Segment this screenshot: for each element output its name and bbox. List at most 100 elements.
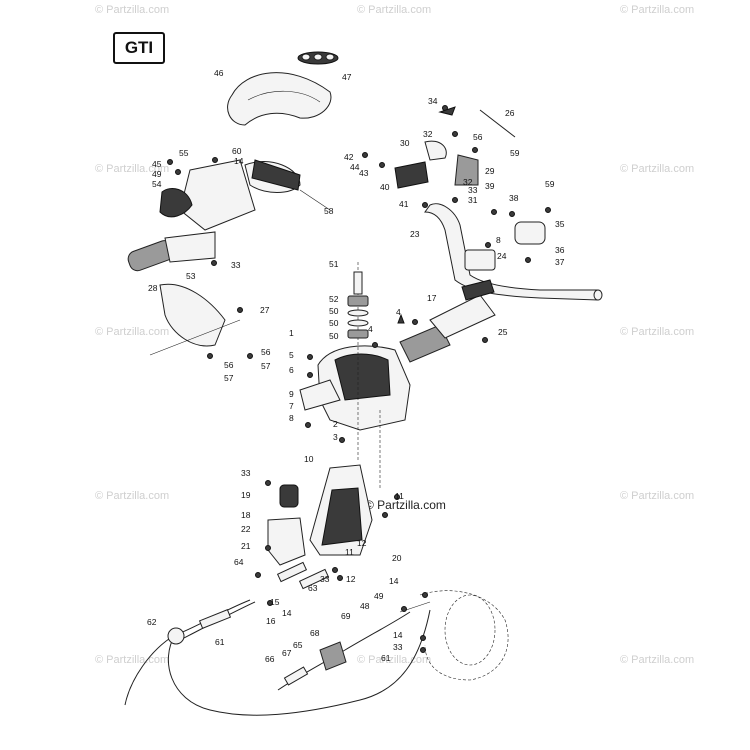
callout-56: 56 <box>224 360 234 370</box>
left-handlebar-cover <box>159 159 331 231</box>
callout-33: 33 <box>393 642 403 652</box>
callout-27: 27 <box>260 305 270 315</box>
callout-14: 14 <box>282 608 292 618</box>
callout-16: 16 <box>266 616 276 626</box>
watermark: © Partzilla.com <box>620 490 695 502</box>
callout-59: 59 <box>510 148 520 158</box>
callout-46: 46 <box>214 68 224 78</box>
callout-32: 32 <box>463 177 473 187</box>
watermark: © Partzilla.com <box>95 490 170 502</box>
callout-28: 28 <box>148 283 158 293</box>
callout-53: 53 <box>186 271 196 281</box>
callout-61: 61 <box>215 637 225 647</box>
watermark: © Partzilla.com <box>95 4 170 16</box>
callout-61: 61 <box>381 653 391 663</box>
left-lower-cover <box>149 283 241 356</box>
callout-4: 4 <box>368 324 373 334</box>
callout-7: 7 <box>289 401 294 411</box>
callout-43: 43 <box>359 168 369 178</box>
watermark: © Partzilla.com <box>95 326 170 338</box>
steering-arm-plate <box>309 464 373 556</box>
callout-50: 50 <box>329 318 339 328</box>
callout-33: 33 <box>320 574 330 584</box>
callout-59: 59 <box>545 179 555 189</box>
callout-31: 31 <box>468 195 478 205</box>
emblem <box>297 51 339 65</box>
handlebar-pad <box>227 72 332 126</box>
callout-57: 57 <box>224 373 234 383</box>
callout-50: 50 <box>329 331 339 341</box>
callout-57: 57 <box>261 361 271 371</box>
callout-56: 56 <box>473 132 483 142</box>
callout-58: 58 <box>324 206 334 216</box>
watermark-center: © Partzilla.com <box>365 498 446 512</box>
callout-50: 50 <box>329 306 339 316</box>
callout-14: 14 <box>389 576 399 586</box>
steering-cable <box>124 599 431 716</box>
callout-10: 10 <box>304 454 314 464</box>
callout-69: 69 <box>341 611 351 621</box>
throttle-cable <box>277 611 411 691</box>
callout-17: 17 <box>427 293 437 303</box>
callout-26: 26 <box>505 108 515 118</box>
callout-33: 33 <box>241 468 251 478</box>
callout-8: 8 <box>289 413 294 423</box>
watermark: © Partzilla.com <box>95 163 170 175</box>
callout-51: 51 <box>329 259 339 269</box>
callout-38: 38 <box>509 193 519 203</box>
callout-55: 55 <box>179 148 189 158</box>
callout-37: 37 <box>555 257 565 267</box>
watermark: © Partzilla.com <box>620 326 695 338</box>
watermark: © Partzilla.com <box>620 654 695 666</box>
callout-22: 22 <box>241 524 251 534</box>
callout-49: 49 <box>152 169 162 179</box>
callout-54: 54 <box>152 179 162 189</box>
callout-49: 49 <box>374 591 384 601</box>
watermark: © Partzilla.com <box>95 654 170 666</box>
callout-30: 30 <box>400 138 410 148</box>
callout-8: 8 <box>496 235 501 245</box>
watermark: © Partzilla.com <box>357 654 432 666</box>
callout-12: 12 <box>357 538 367 548</box>
callout-40: 40 <box>380 182 390 192</box>
callout-62: 62 <box>147 617 157 627</box>
callout-21: 21 <box>241 541 251 551</box>
callout-52: 52 <box>329 294 339 304</box>
callout-20: 20 <box>392 553 402 563</box>
callout-56: 56 <box>261 347 271 357</box>
callout-11: 11 <box>395 491 404 501</box>
callout-14: 14 <box>393 630 403 640</box>
callout-44: 44 <box>350 162 360 172</box>
column-bolt-stack <box>347 271 369 339</box>
jet-pump-outline <box>399 590 509 681</box>
callout-35: 35 <box>555 219 565 229</box>
callout-24: 24 <box>497 251 507 261</box>
callout-14: 14 <box>234 156 244 166</box>
callout-39: 39 <box>485 181 495 191</box>
callout-4: 4 <box>396 307 401 317</box>
handlebar <box>424 203 603 301</box>
callout-25: 25 <box>498 327 508 337</box>
callout-9: 9 <box>289 389 294 399</box>
callout-32: 32 <box>423 129 433 139</box>
callout-18: 18 <box>241 510 251 520</box>
callout-3: 3 <box>333 432 338 442</box>
callout-68: 68 <box>310 628 320 638</box>
callout-2: 2 <box>333 419 338 429</box>
watermark: © Partzilla.com <box>620 4 695 16</box>
callout-47: 47 <box>342 72 352 82</box>
callout-66: 66 <box>265 654 275 664</box>
callout-45: 45 <box>152 159 162 169</box>
callout-29: 29 <box>485 166 495 176</box>
callout-33: 33 <box>231 260 241 270</box>
hardware-fasteners <box>167 105 551 653</box>
callout-12: 12 <box>346 574 356 584</box>
callout-63: 63 <box>308 583 318 593</box>
right-grip <box>399 279 496 363</box>
linkage-rod <box>276 561 330 590</box>
callout-1: 1 <box>289 328 294 338</box>
callout-41: 41 <box>399 199 409 209</box>
right-throttle-housing <box>394 140 546 271</box>
